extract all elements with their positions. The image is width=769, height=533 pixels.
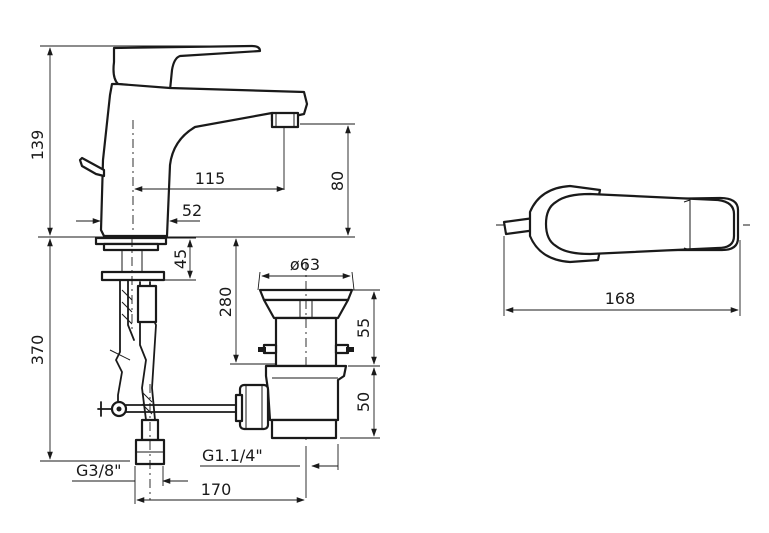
faucet-body [99, 82, 309, 238]
dim-170-label: 170 [201, 480, 232, 499]
dim-280-label: 280 [216, 287, 235, 318]
dim-139-label: 139 [28, 130, 47, 161]
faucet-top-view [496, 184, 750, 316]
dim-52-label: 52 [182, 201, 202, 220]
aerator [270, 111, 300, 129]
connection-left-label: G3/8" [76, 461, 122, 480]
dim-370-label: 370 [28, 335, 47, 366]
mounting-assembly [94, 236, 280, 500]
dim-diameter-63-label: ø63 [290, 255, 320, 274]
dim-168-label: 168 [605, 289, 636, 308]
pop-up-rod [78, 156, 106, 178]
top-view-lever [544, 192, 736, 256]
dim-80-label: 80 [328, 171, 347, 191]
trap-side-nut [238, 383, 270, 431]
connection-waste-label: G1.1/4" [202, 446, 263, 465]
bottom-dimension-lines [72, 466, 305, 504]
faucet-side-view [76, 44, 355, 238]
dim-45-label: 45 [171, 249, 190, 269]
trap-body [264, 364, 348, 422]
lever-handle [112, 44, 262, 92]
dim-115-label: 115 [195, 169, 226, 188]
waste-trap-assembly [200, 262, 380, 498]
dim-50-label: 50 [354, 392, 373, 412]
dim-55-label: 55 [354, 318, 373, 338]
